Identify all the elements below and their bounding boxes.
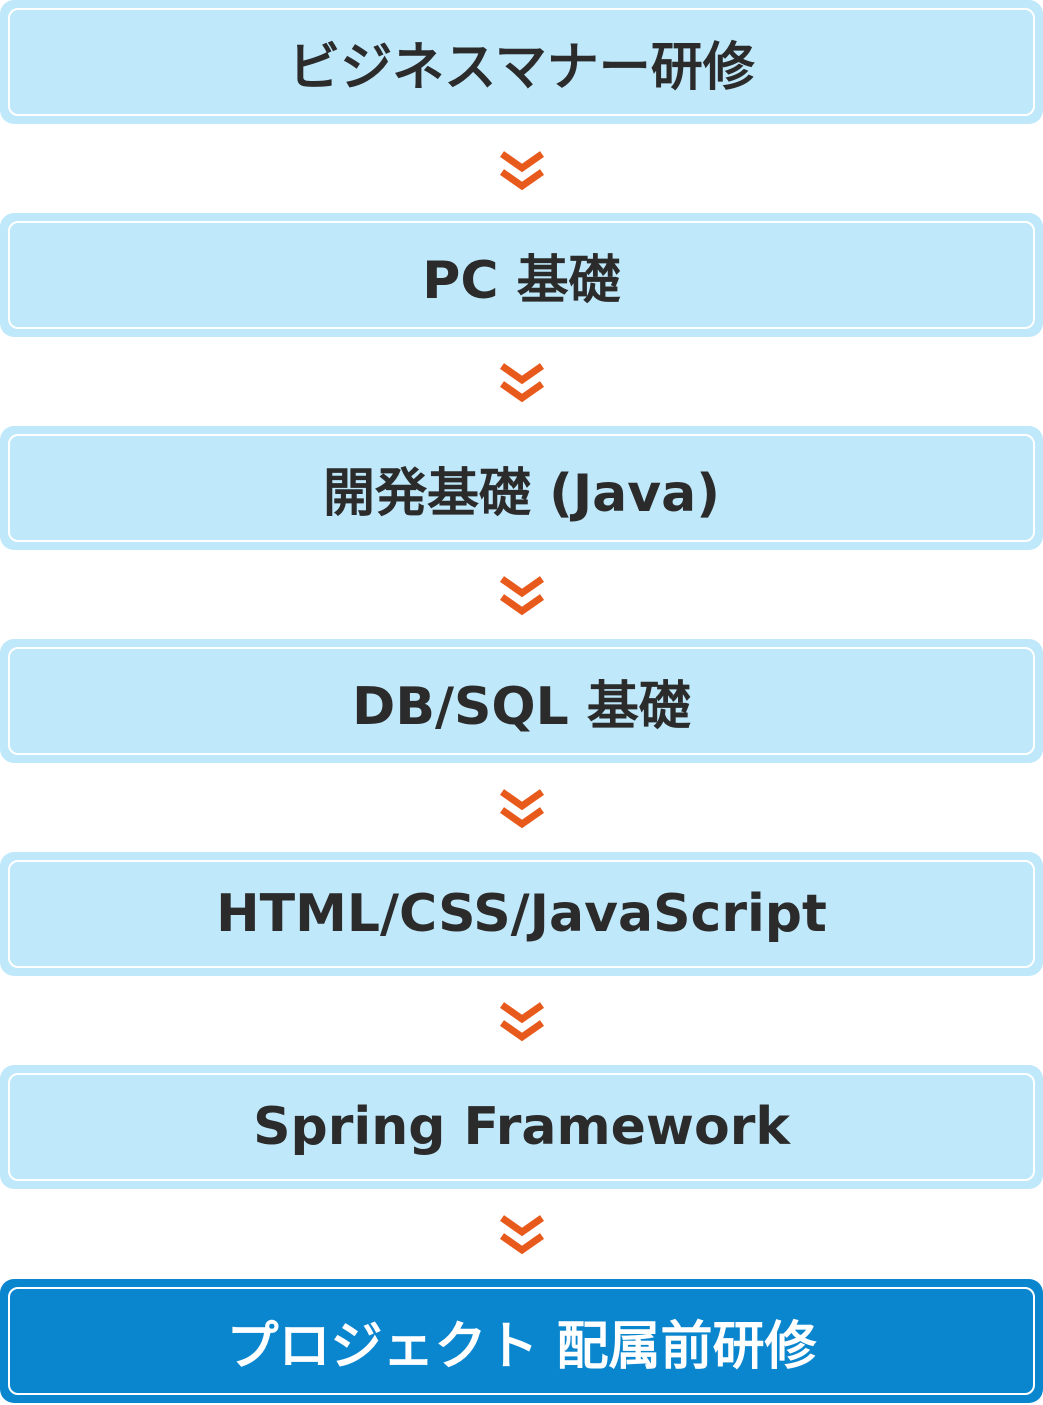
double-chevron-down-icon — [499, 789, 545, 829]
step-dev-basics-java: 開発基礎 (Java) — [0, 426, 1043, 550]
step-label: PC 基礎 — [422, 250, 621, 311]
step-label: DB/SQL 基礎 — [352, 676, 691, 737]
double-chevron-down-icon — [499, 1215, 545, 1255]
step-label: ビジネスマナー研修 — [288, 37, 755, 98]
step-pc-basics: PC 基礎 — [0, 213, 1043, 337]
double-chevron-down-icon — [499, 1002, 545, 1042]
double-chevron-down-icon — [499, 576, 545, 616]
double-chevron-down-icon — [499, 363, 545, 403]
double-chevron-down-icon — [499, 151, 545, 191]
step-project-pre-assignment-training: プロジェクト 配属前研修 — [0, 1279, 1043, 1403]
step-label: HTML/CSS/JavaScript — [216, 884, 827, 944]
step-label: Spring Framework — [253, 1097, 790, 1157]
step-business-manners: ビジネスマナー研修 — [0, 0, 1043, 124]
step-db-sql-basics: DB/SQL 基礎 — [0, 639, 1043, 763]
step-label: 開発基礎 (Java) — [322, 463, 721, 524]
step-html-css-javascript: HTML/CSS/JavaScript — [0, 852, 1043, 976]
step-spring-framework: Spring Framework — [0, 1065, 1043, 1189]
step-label: プロジェクト 配属前研修 — [226, 1316, 817, 1377]
